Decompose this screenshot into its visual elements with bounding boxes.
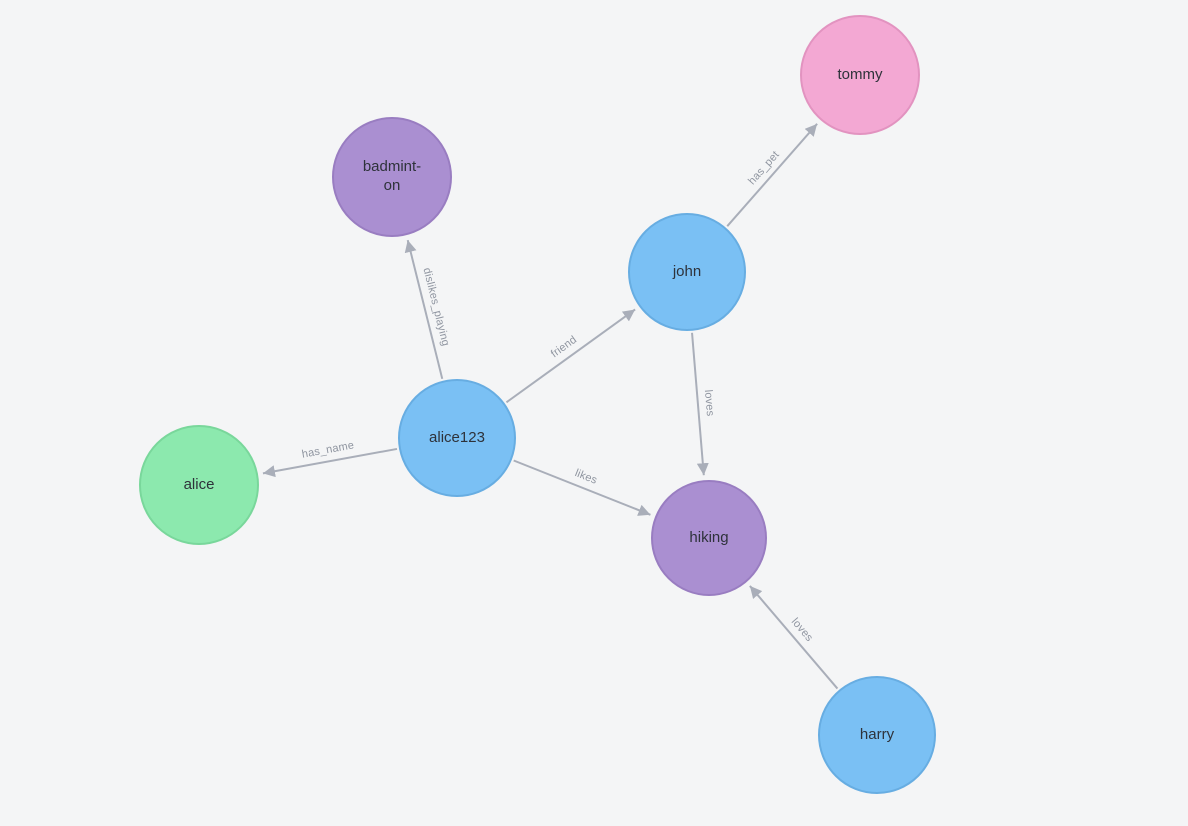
node-label: john [672,262,702,280]
edge-alice123-john[interactable] [505,308,636,404]
node-badminton[interactable]: badmint-on [332,117,452,237]
edge-john-hiking[interactable] [691,332,709,476]
node-hiking[interactable]: hiking [651,480,767,596]
node-label: tommy [837,65,883,83]
node-tommy[interactable]: tommy [800,15,920,135]
edge-alice123-hiking[interactable] [513,459,651,516]
node-alice[interactable]: alice [139,425,259,545]
node-alice123[interactable]: alice123 [398,379,516,497]
node-john[interactable]: john [628,213,746,331]
edge-john-tommy[interactable] [726,123,818,227]
node-label: hiking [689,528,729,546]
node-label: alice123 [429,428,485,446]
edge-alice123-badminton[interactable] [404,239,444,380]
edge-harry-hiking[interactable] [749,585,839,690]
node-label: badmint- [362,158,422,176]
node-label: alice [183,475,215,493]
edge-label[interactable]: loves [701,389,716,417]
node-harry[interactable]: harry [818,676,936,794]
node-label: on [383,177,401,194]
node-label: harry [859,725,895,743]
edge-alice123-alice[interactable] [262,447,398,478]
